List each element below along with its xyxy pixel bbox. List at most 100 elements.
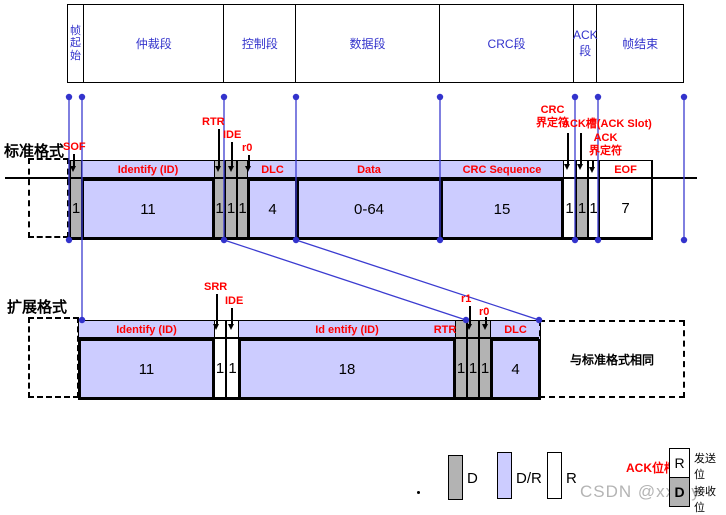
annotation-arrow-head (589, 167, 596, 176)
field-bit-count: 11 (82, 179, 214, 239)
field-bit-count: 0-64 (297, 179, 441, 239)
field-bit-count: 7 (599, 179, 652, 239)
ack-transmit-cell: R (669, 448, 690, 478)
field-bit-count: 1 (563, 179, 576, 239)
annotation-standard-5: ACK槽(ACK Slot) (562, 118, 652, 130)
annotation-arrow-line (218, 129, 220, 166)
field-r1: 1 (467, 321, 479, 399)
annotation-arrow-head (564, 164, 571, 173)
field-identify-id-: Identify (ID) 11 (79, 321, 214, 399)
field-band-label: Data (357, 164, 381, 176)
header-col-control: 控制段 (224, 5, 297, 82)
field-dlc: DLC 4 (248, 161, 297, 239)
annotation-arrow-head (577, 164, 584, 173)
field-bit-count: 15 (441, 179, 563, 239)
ack-receive-cell: D (669, 478, 690, 507)
field-bit-count: 4 (491, 339, 540, 399)
field-bit-count: 4 (248, 179, 297, 239)
field-band-label: RTR (433, 324, 457, 336)
legend-swatch-dominant (448, 455, 463, 500)
field-ide: 1 (226, 321, 239, 399)
field-band-label: DLC (261, 164, 284, 176)
annotation-standard-2: IDE (223, 129, 242, 141)
legend-swatch-recessive (547, 452, 562, 499)
annotation-arrow-line (248, 155, 250, 166)
field-band-label: DLC (504, 324, 527, 336)
field-band-label: Id entify (ID) (315, 324, 379, 336)
annotation-standard-4: CRC 界定符 (536, 104, 569, 130)
field-identify-id-: Identify (ID)11 (82, 161, 214, 239)
ack-slot-legend-box: R D (669, 448, 690, 507)
standard-idle-dashed-box (28, 158, 69, 238)
receive-bit-label: 接收位 (694, 486, 716, 514)
field-bit-count: 1 (467, 339, 479, 399)
annotation-arrow-line (73, 154, 75, 166)
annotation-arrow-line (231, 308, 233, 324)
annotation-standard-0: SOF (63, 141, 86, 153)
extended-format-title: 扩展格式 (7, 299, 68, 316)
header-col-data: 数据段 (296, 5, 440, 82)
field-bit-count: 1 (226, 339, 239, 399)
annotation-arrow-line (216, 294, 218, 324)
annotation-arrow-head (482, 324, 489, 333)
annotation-standard-3: r0 (242, 142, 253, 154)
field-identify-id-extended: Id entify (ID)18 (239, 321, 455, 399)
bus-line-standard (5, 176, 697, 180)
field-band-label: Identify (ID) (116, 324, 177, 336)
field-dlc: DLC 4 (491, 321, 540, 399)
header-col-arbitration: 仲裁段 (84, 5, 225, 82)
annotation-arrow-head (213, 324, 220, 333)
annotation-arrow-head (245, 166, 252, 175)
same-as-standard-note-text: 与标准格式相同 (569, 352, 654, 367)
annotation-arrow-head (215, 166, 222, 175)
field-bit-count: 1 (479, 339, 491, 399)
field-bit-count: 11 (79, 339, 214, 399)
frame-segment-header: 帧起始 仲裁段 控制段 数据段 CRC段 ACK段 帧结束 (67, 4, 684, 83)
field-bit-count: 1 (70, 179, 82, 239)
annotation-arrow-head (466, 324, 473, 333)
bus-line-extended (78, 336, 539, 340)
header-col-crc: CRC段 (440, 5, 575, 82)
legend-label-dominant-recessive: D/R (516, 470, 542, 487)
annotation-arrow-head (228, 166, 235, 175)
annotation-arrow-line (567, 133, 569, 164)
annotation-arrow-line (231, 142, 233, 166)
header-col-ack: ACK段 (573, 5, 598, 82)
field-bit-count: 1 (576, 179, 588, 239)
ack-slot-legend-label: ACK位槽 (626, 461, 676, 475)
annotation-arrow-head (70, 166, 77, 175)
annotation-extended-1: IDE (225, 295, 244, 307)
header-col-frame-start: 帧起始 (68, 5, 84, 82)
annotation-arrow-head (228, 324, 235, 333)
field-bit-count: 1 (225, 179, 237, 239)
transmit-bit-label: 发送位 (694, 453, 716, 481)
annotation-extended-2: r1 (461, 293, 472, 305)
field-data: Data 0-64 (297, 161, 441, 239)
annotation-standard-6: ACK 界定符 (589, 132, 622, 158)
period-dot (417, 491, 420, 494)
annotation-arrow-line (485, 317, 487, 324)
field-bit-count: 1 (214, 339, 226, 399)
field-band-label: EOF (614, 164, 637, 176)
field-crc-sequence: CRC Sequence 15 (441, 161, 563, 239)
annotation-arrow-line (469, 306, 471, 324)
field-band-label: CRC Sequence (462, 164, 542, 176)
annotation-arrow-line (592, 160, 594, 167)
extended-idle-dashed-box (28, 317, 79, 398)
header-col-frame-end: 帧结束 (622, 37, 659, 51)
field-srr: 1 (214, 321, 226, 399)
field-bit-count: 1 (455, 339, 467, 399)
field-bit-count: 1 (237, 179, 248, 239)
legend-swatch-dominant-recessive (497, 452, 512, 499)
same-as-standard-note: 与标准格式相同 (539, 320, 685, 398)
legend-label-dominant: D (467, 470, 478, 487)
field-rtr: RTR 1 (434, 321, 467, 399)
annotation-arrow-line (580, 133, 582, 164)
standard-format-title: 标准格式 (4, 143, 65, 160)
annotation-extended-0: SRR (204, 281, 228, 293)
field-bit-count: 1 (588, 179, 599, 239)
field-bit-count: 1 (214, 179, 225, 239)
field-eof: EOF 7 (599, 161, 652, 239)
legend-label-recessive: R (566, 470, 577, 487)
